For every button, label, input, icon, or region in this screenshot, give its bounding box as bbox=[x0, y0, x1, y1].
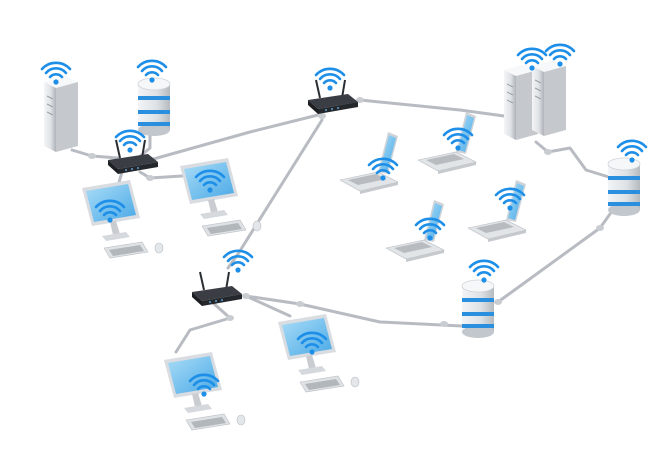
cable-node bbox=[146, 175, 154, 181]
database-top-left bbox=[137, 77, 171, 137]
desktop-monitor-icon bbox=[163, 351, 246, 431]
cable-junctions bbox=[88, 97, 604, 327]
cable-node bbox=[88, 153, 96, 159]
server-tower-icon bbox=[43, 75, 79, 153]
cable-node bbox=[440, 321, 448, 327]
cable-node bbox=[318, 113, 326, 119]
server-tower-icon bbox=[531, 59, 567, 137]
cable-router-top-to-servers bbox=[338, 98, 506, 118]
cable-router-left-to-router-top bbox=[148, 112, 324, 162]
database-bottom bbox=[461, 279, 495, 339]
laptop-icon bbox=[339, 131, 399, 195]
database-icon bbox=[137, 77, 171, 137]
laptop-1 bbox=[339, 131, 399, 195]
server-tower-top-left bbox=[43, 75, 79, 153]
wifi-icon bbox=[114, 129, 146, 154]
router-middle bbox=[191, 271, 243, 307]
wifi-icon bbox=[468, 259, 500, 284]
cable-servers-to-db-right bbox=[534, 140, 614, 180]
router-icon bbox=[191, 271, 243, 307]
desktop-monitor-icon bbox=[81, 179, 164, 259]
database-icon bbox=[461, 279, 495, 339]
cable-node bbox=[596, 225, 604, 231]
cable-router-mid-to-db-bottom bbox=[244, 294, 464, 328]
cable-router-mid-to-desktop-left bbox=[174, 300, 232, 354]
desktop-bottom-left bbox=[163, 351, 246, 431]
router-icon bbox=[307, 79, 359, 115]
desktop-left-top bbox=[81, 179, 164, 259]
desktop-bottom-right bbox=[277, 313, 360, 393]
laptop-2 bbox=[417, 111, 477, 175]
network-cables bbox=[70, 98, 614, 354]
desktop-right-top bbox=[179, 157, 262, 237]
laptop-icon bbox=[417, 111, 477, 175]
cable-router-mid-to-desktop-right bbox=[244, 294, 292, 318]
database-right bbox=[607, 157, 641, 217]
desktop-monitor-icon bbox=[179, 157, 262, 237]
wifi-icon bbox=[314, 67, 346, 92]
server-tower-right-b bbox=[531, 59, 567, 137]
cable-node bbox=[242, 293, 250, 299]
cable-node bbox=[356, 97, 364, 103]
cable-node bbox=[226, 315, 234, 321]
wifi-icon bbox=[442, 127, 474, 152]
router-top bbox=[307, 79, 359, 115]
cable-node bbox=[296, 301, 304, 307]
cable-router-top-to-router-mid bbox=[226, 118, 324, 270]
cable-node bbox=[494, 299, 502, 305]
cable-node bbox=[544, 149, 552, 155]
database-icon bbox=[607, 157, 641, 217]
desktop-monitor-icon bbox=[277, 313, 360, 393]
